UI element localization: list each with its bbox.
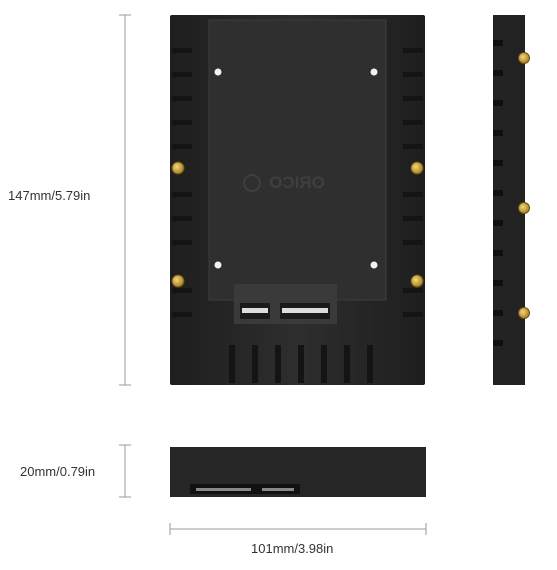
mount-hole — [214, 261, 222, 269]
caddy-front-view: ORICO — [170, 15, 425, 385]
thickness-dimension-line — [119, 444, 131, 498]
screw-icon — [410, 274, 424, 288]
screw-icon — [171, 161, 185, 175]
orico-logo: ORICO — [243, 173, 325, 192]
caddy-side-view — [493, 15, 530, 385]
right-ribs — [403, 48, 423, 317]
mount-hole — [370, 261, 378, 269]
thickness-dimension-label: 20mm/0.79in — [20, 464, 96, 479]
left-ribs — [172, 48, 192, 317]
screw-icon — [518, 202, 530, 214]
mount-hole — [214, 68, 222, 76]
svg-text:ORICO: ORICO — [269, 173, 325, 192]
screw-icon — [171, 274, 185, 288]
caddy-edge-view — [170, 447, 426, 497]
screw-icon — [518, 52, 530, 64]
bottom-vents — [229, 345, 373, 383]
sata-connector — [234, 284, 337, 324]
screw-icon — [518, 307, 530, 319]
screw-icon — [410, 161, 424, 175]
height-dimension-line — [119, 14, 131, 386]
width-dimension-label: 101mm/3.98in — [251, 541, 334, 556]
mount-hole — [370, 68, 378, 76]
width-dimension-line — [169, 523, 427, 535]
height-dimension-label: 147mm/5.79in — [8, 188, 91, 203]
